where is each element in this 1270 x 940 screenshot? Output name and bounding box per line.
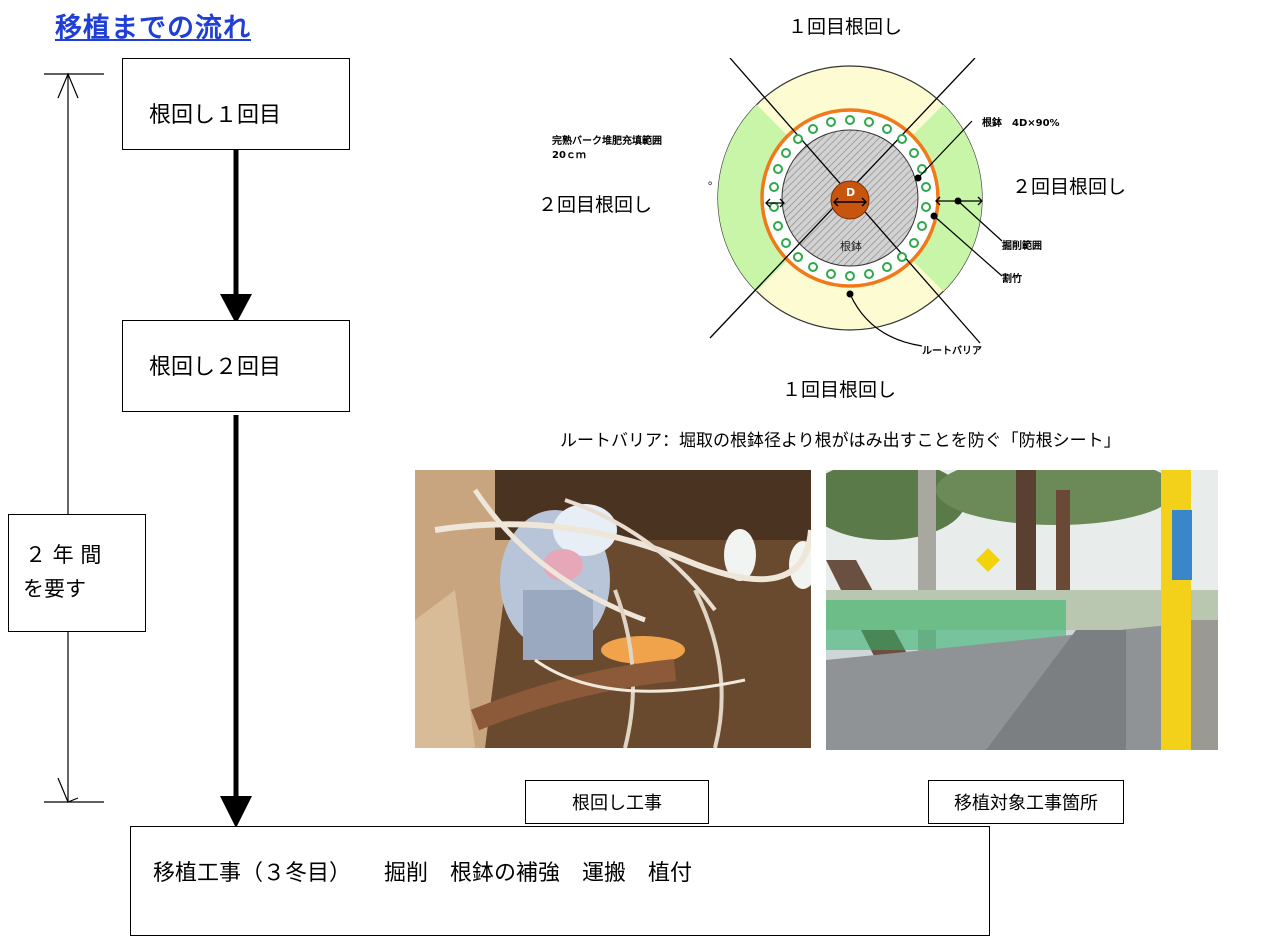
fill-range-label-1: 完熟バーク堆肥充填範囲 xyxy=(552,136,662,147)
split-bamboo-circles xyxy=(769,115,931,281)
rootball-inner-label: 根鉢 xyxy=(840,239,862,253)
rootball-size-label: 根鉢 4D×90% xyxy=(982,118,1060,129)
trunk-center xyxy=(830,180,870,220)
duration-line-2: を要す xyxy=(23,577,86,601)
transplant-site-caption: 移植対象工事箇所 xyxy=(928,780,1124,824)
step-3-box: 移植工事（３冬目） 掘削 根鉢の補強 運搬 植付 xyxy=(130,826,990,936)
excavation-range-label: 掘削範囲 xyxy=(1002,241,1042,252)
leader-excavation xyxy=(957,200,1003,242)
leader-root-barrier xyxy=(849,293,923,347)
top-first-root-label: １回目根回し xyxy=(788,16,903,38)
root-pruning-caption: 根回し工事 xyxy=(525,780,709,824)
right-green-zone xyxy=(850,66,982,330)
step-1-box: 根回し１回目 xyxy=(122,58,350,150)
page-title: 移植までの流れ xyxy=(55,13,251,44)
left-green-zone xyxy=(718,66,850,330)
flow-arrow-2-head xyxy=(220,796,252,828)
flow-arrow-1-head xyxy=(220,294,252,324)
small-dot-mark: 。 xyxy=(708,174,719,187)
step-2-label: 根回し２回目 xyxy=(149,355,282,380)
leader-rootball-size xyxy=(917,120,973,179)
duration-box: ２ 年 間 を要す xyxy=(8,514,146,632)
step-2-box: 根回し２回目 xyxy=(122,320,350,412)
root-barrier-note: ルートバリア：堀取の根鉢径より根がはみ出すことを防ぐ「防根シート」 xyxy=(560,431,1121,451)
trunk-d-label: D xyxy=(846,186,855,199)
bottom-first-root-label: １回目根回し xyxy=(782,379,897,401)
leader-bamboo xyxy=(933,215,1003,277)
duration-line-1: ２ 年 間 xyxy=(25,543,102,567)
step-1-label: 根回し１回目 xyxy=(149,103,282,128)
second-root-zones xyxy=(718,66,982,330)
right-second-root-label: ２回目根回し xyxy=(1012,176,1127,198)
step-3-label: 移植工事（３冬目） 掘削 根鉢の補強 運搬 植付 xyxy=(153,861,693,886)
left-second-root-label: ２回目根回し xyxy=(538,194,653,216)
rootball-diagram: D 根鉢 xyxy=(709,58,1003,347)
root-pruning-photo xyxy=(415,470,811,748)
fill-range-label-2: 20ｃｍ xyxy=(552,150,586,161)
split-bamboo-label: 割竹 xyxy=(1002,274,1022,285)
transplant-site-photo xyxy=(826,470,1218,750)
root-barrier-label: ルートバリア xyxy=(922,346,982,357)
